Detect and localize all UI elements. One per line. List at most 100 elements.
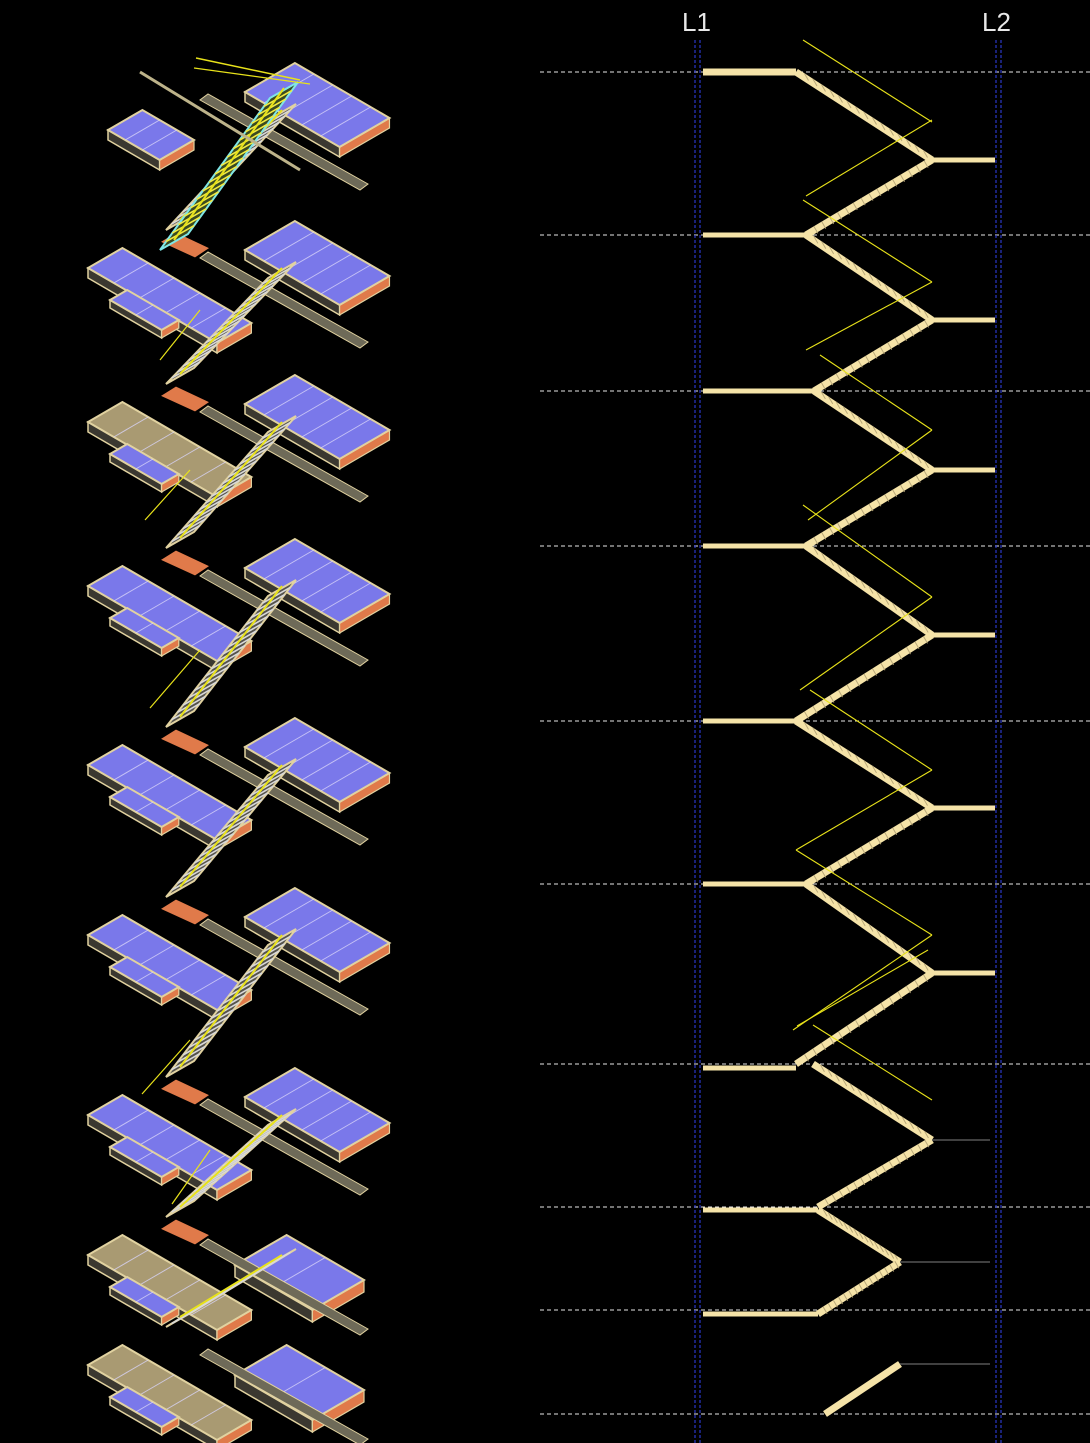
stair-tread [188, 343, 218, 362]
isometric-stair-model[interactable] [86, 57, 392, 1443]
slab-joint [165, 446, 201, 468]
stair-step [813, 885, 819, 893]
slab-joint [190, 804, 226, 826]
stair-step [895, 1156, 901, 1165]
stair-step [872, 351, 878, 359]
stair-step [831, 1194, 837, 1202]
slab-joint [320, 931, 371, 962]
stair-step [848, 1290, 854, 1298]
stair-step [887, 436, 893, 444]
stair-step [876, 188, 882, 197]
slab-joint [135, 971, 154, 983]
stair-step [829, 246, 835, 255]
stair-tread [261, 935, 291, 954]
stair-step [897, 991, 903, 999]
slab-joint [320, 418, 371, 449]
stair-tread [190, 191, 219, 209]
stair-step [916, 324, 922, 333]
stair-tread [244, 957, 274, 976]
stair-step [906, 787, 911, 795]
stair-tread [257, 98, 287, 116]
stair-tread [188, 1030, 218, 1049]
stair-flight-down [803, 543, 935, 638]
stair-step [880, 1002, 886, 1011]
stair-step [863, 1235, 869, 1243]
stair-tread [171, 703, 201, 721]
stair-tread [210, 1001, 240, 1020]
stair-flight-down [811, 1061, 934, 1143]
stair-tread [177, 207, 207, 226]
stair-tread [176, 866, 206, 885]
stair-step [838, 1218, 843, 1227]
stair-step [910, 1148, 916, 1156]
stair-step [924, 1131, 929, 1139]
iso-stair-flight [165, 415, 297, 549]
slab-joint [139, 595, 175, 617]
stair-step [860, 1177, 866, 1186]
stair-tread [210, 826, 240, 844]
stair-tread [222, 308, 252, 326]
stair-step [876, 278, 882, 287]
stair-step [900, 174, 905, 182]
stair-tread [239, 615, 269, 634]
stair-step [860, 197, 866, 206]
stair-step [897, 133, 903, 142]
stair-step [924, 1139, 930, 1148]
stair-tread [239, 290, 269, 309]
slab-joint [263, 385, 315, 416]
stair-tread [176, 1045, 206, 1064]
slab-joint [124, 119, 160, 141]
stair-step [829, 896, 835, 904]
stair-step [843, 1293, 849, 1301]
stair-step [867, 1173, 873, 1181]
handrail [173, 87, 285, 241]
iso-floor [86, 1343, 369, 1443]
stair-step [902, 333, 907, 341]
iso-floor [86, 373, 392, 509]
stair-tread [222, 637, 252, 655]
stair-step [923, 974, 928, 982]
stair-step [873, 1241, 879, 1249]
stair-step [879, 431, 885, 439]
selected-stair-flight [159, 81, 299, 251]
stair-step [824, 1198, 830, 1207]
slab-joint [165, 1139, 201, 1161]
stair-tread [244, 284, 274, 303]
stair-step [813, 537, 819, 545]
stair-step [844, 907, 850, 916]
handrail-line [795, 769, 933, 851]
stair-tread [251, 106, 281, 125]
stair-tread [205, 1008, 235, 1027]
stair-step [837, 860, 842, 869]
stair-step [857, 1088, 863, 1096]
stair-tread [239, 123, 268, 141]
stair-tread [263, 89, 293, 108]
slab-joint [301, 407, 352, 438]
stair-flight-up [823, 1361, 902, 1417]
stair-step [829, 865, 835, 873]
stair-step [822, 1306, 828, 1314]
slab-joint [263, 231, 315, 262]
stair-step [857, 360, 863, 368]
stair-step [844, 856, 850, 864]
stair-step [821, 890, 827, 899]
slab-joint [113, 1109, 149, 1131]
stair-step [848, 1225, 854, 1233]
stair-step [907, 169, 913, 178]
stair-section-elevation[interactable]: L1 L2 [540, 7, 1090, 1443]
stair-step [868, 1238, 874, 1246]
stair-step [874, 1169, 880, 1177]
stair-step [884, 283, 890, 292]
stair-tread [171, 361, 201, 379]
stair-tread [193, 846, 223, 864]
stair-step [897, 652, 903, 660]
stair-tread [227, 805, 257, 824]
stair-step [872, 117, 877, 125]
stair-step [923, 470, 929, 478]
stair-step [889, 997, 894, 1005]
stair-step [900, 608, 905, 616]
landing-left-lower [108, 785, 181, 837]
slab-joint [301, 1100, 352, 1131]
landing-beam [199, 569, 369, 667]
